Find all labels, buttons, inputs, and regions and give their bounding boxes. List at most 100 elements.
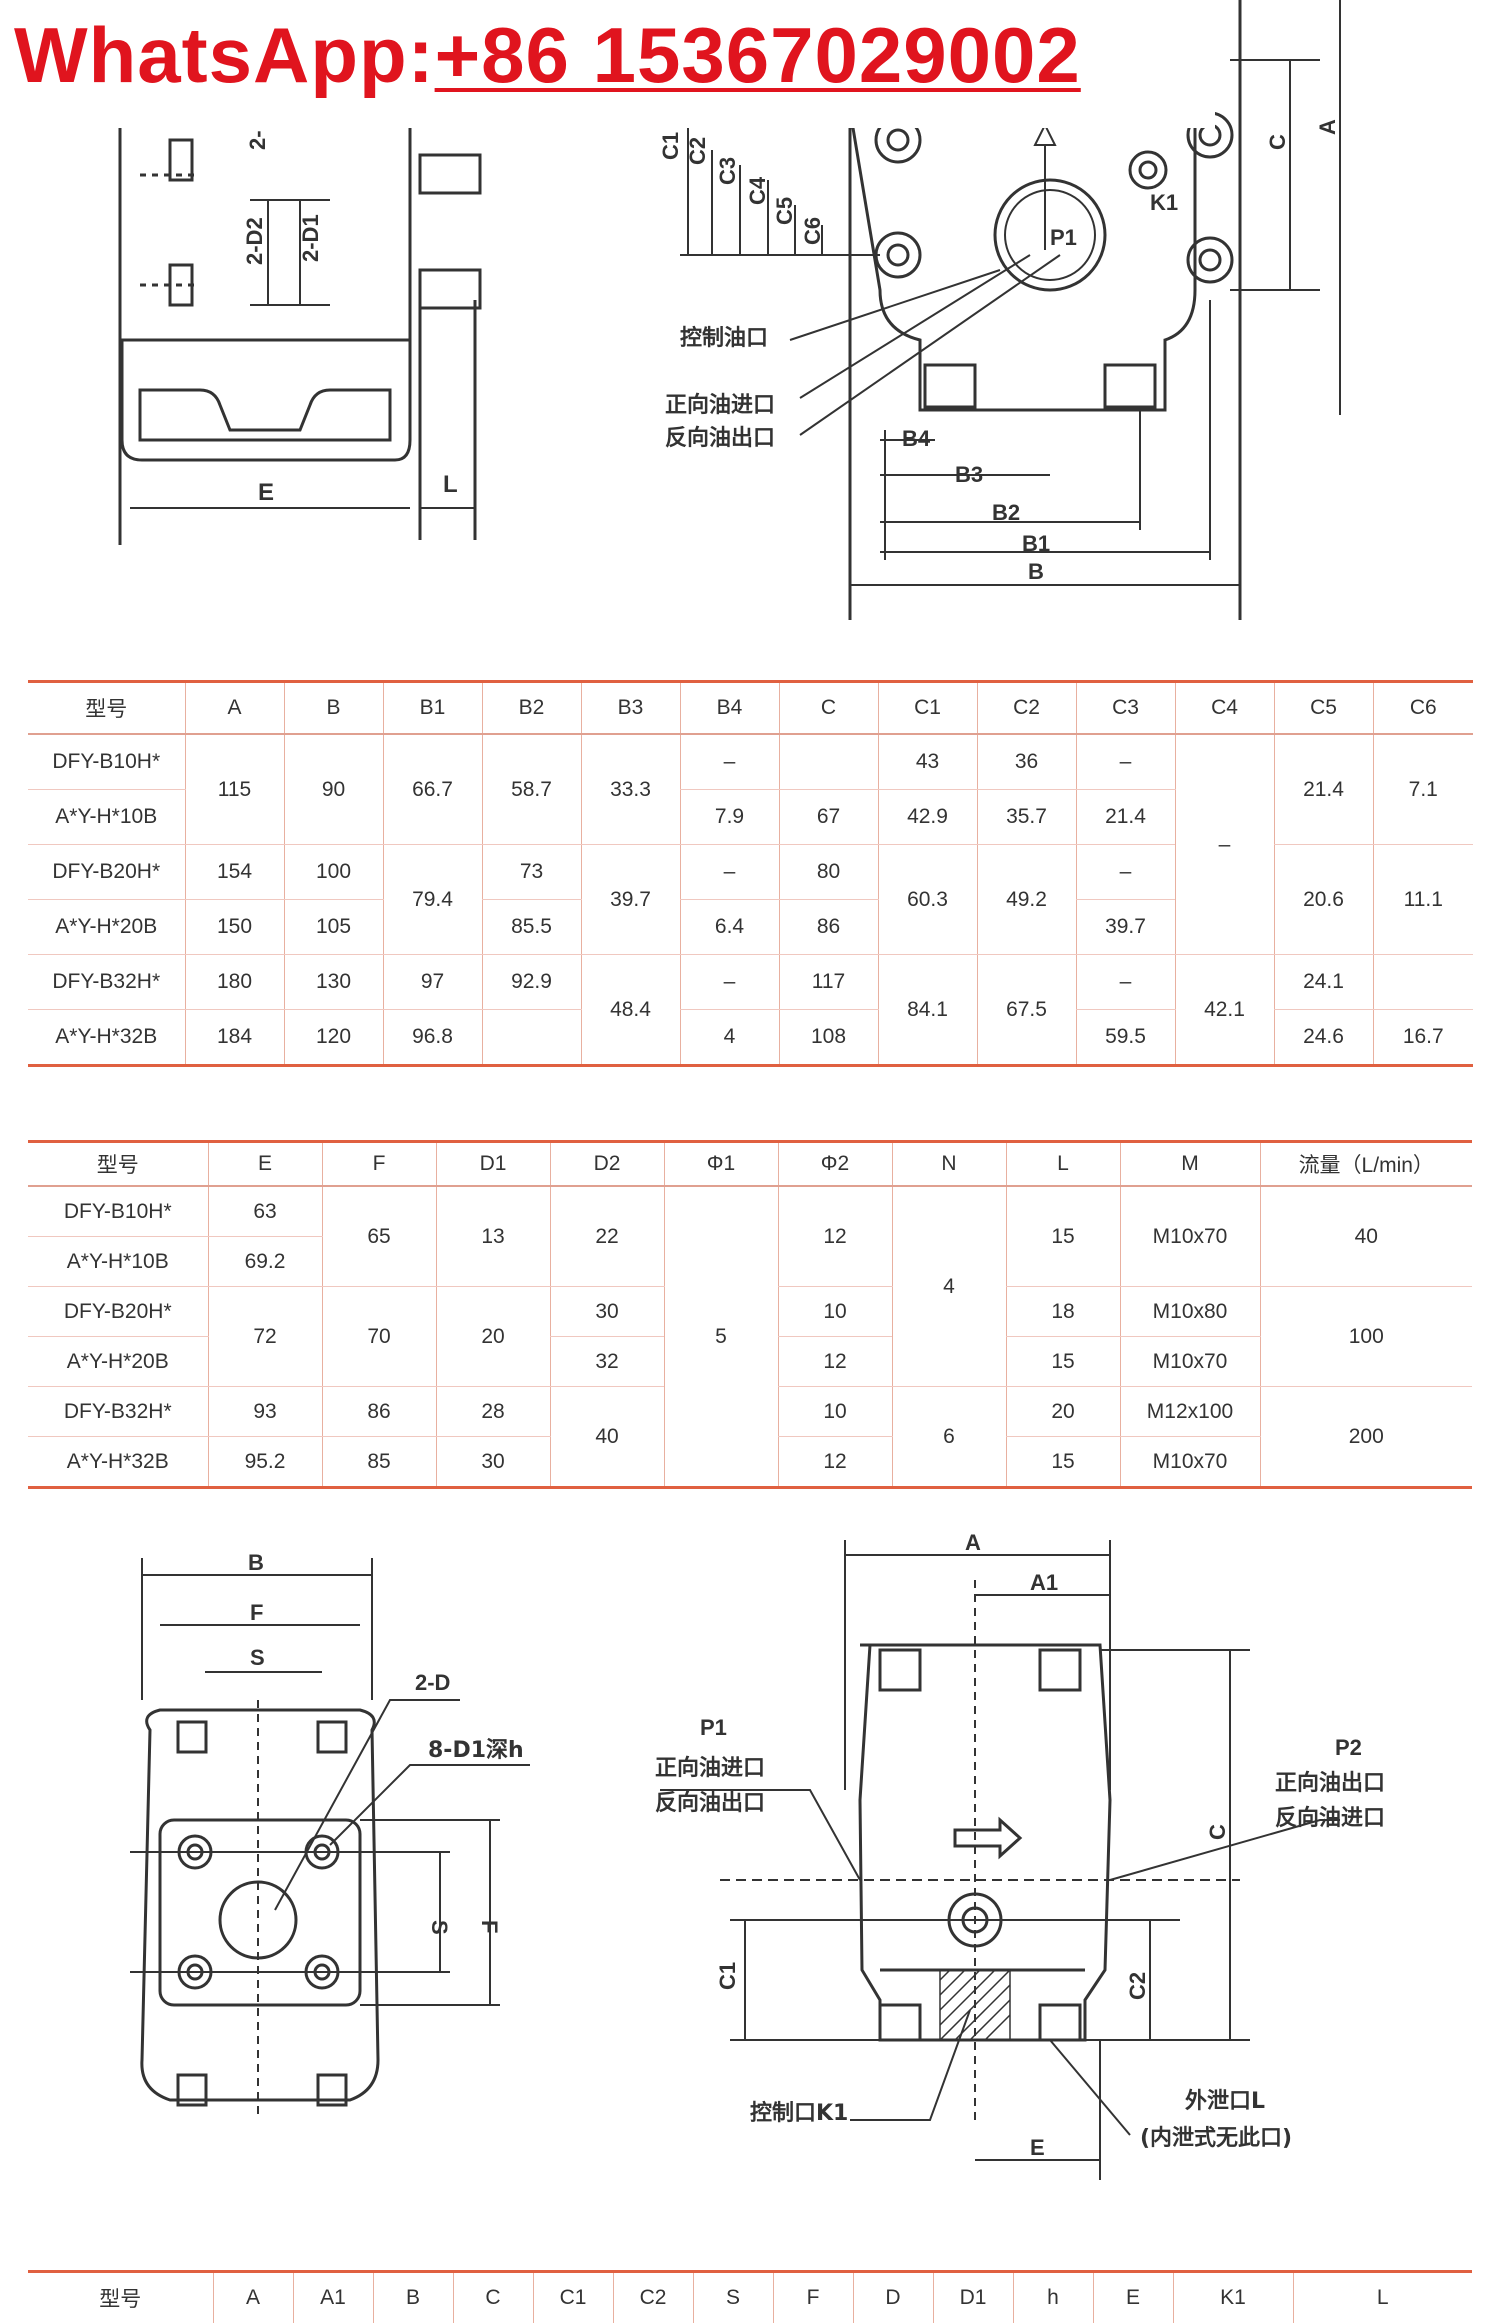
t3-header-c1: C1: [533, 2272, 613, 2323]
dimensions-table-1: 型号 A B B1 B2 B3 B4 C C1 C2 C3 C4 C5 C6 D…: [28, 680, 1473, 1067]
table-cell: 12: [778, 1186, 892, 1287]
dim-label-c2-bottom: C2: [1125, 1972, 1150, 2000]
whatsapp-label: WhatsApp:: [14, 11, 435, 99]
table-cell: –: [680, 845, 779, 900]
bottom-drawing-svg: B F S 2-D 8-D1深h S F: [0, 1500, 1500, 2260]
t2-header-e: E: [208, 1142, 322, 1187]
model-cell: A*Y-H*20B: [28, 1337, 208, 1387]
t3-header-b: B: [373, 2272, 453, 2323]
table-cell: 15: [1006, 1186, 1120, 1287]
table-row: DFY-B10H* 63 65 13 22 5 12 4 15 M10x70 4…: [28, 1186, 1472, 1237]
table-cell: 21.4: [1076, 790, 1175, 845]
t1-header-c: C: [779, 682, 878, 735]
table-cell: 59.5: [1076, 1010, 1175, 1066]
t1-header-c6: C6: [1373, 682, 1473, 735]
table-cell: 115: [185, 734, 284, 845]
table-cell: 105: [284, 900, 383, 955]
label-2-d: 2-D: [415, 1670, 450, 1695]
t1-header-b1: B1: [383, 682, 482, 735]
table-cell: 12: [778, 1437, 892, 1488]
table-cell: 10: [778, 1287, 892, 1337]
t3-header-e: E: [1093, 2272, 1173, 2323]
table-cell: 24.1: [1274, 955, 1373, 1010]
t2-header-phi2: Φ2: [778, 1142, 892, 1187]
table-cell: 24.6: [1274, 1010, 1373, 1066]
dim-label-c6: C6: [800, 217, 825, 245]
t2-header-d1: D1: [436, 1142, 550, 1187]
model-cell: DFY-B32H*: [28, 1387, 208, 1437]
table-cell: 100: [284, 845, 383, 900]
table-cell: M10x80: [1120, 1287, 1260, 1337]
t3-header-d: D: [853, 2272, 933, 2323]
table-cell: 20: [1006, 1387, 1120, 1437]
dim-label-a: A: [1315, 119, 1340, 135]
table-cell: [779, 734, 878, 790]
dim-label-2: 2-: [245, 130, 270, 150]
table-cell: 10: [778, 1387, 892, 1437]
dim-label-e: E: [258, 479, 274, 506]
label-p2-reverse-inlet: 反向油进口: [1275, 1805, 1385, 1831]
t3-header-l: L: [1293, 2272, 1472, 2323]
table-cell: 93: [208, 1387, 322, 1437]
t3-header-a: A: [213, 2272, 293, 2323]
table-cell: 95.2: [208, 1437, 322, 1488]
label-external-drain-l: 外泄口L: [1185, 2088, 1265, 2114]
table-cell: 200: [1260, 1387, 1472, 1488]
dim-label-b-bottom: B: [248, 1550, 264, 1575]
table-cell: 42.1: [1175, 955, 1274, 1066]
table-cell: 85.5: [482, 900, 581, 955]
table-cell: 60.3: [878, 845, 977, 955]
port-label-p1: P1: [1050, 225, 1077, 250]
dim-label-s-bottom: S: [250, 1645, 265, 1670]
whatsapp-number: +86 15367029002: [435, 11, 1081, 99]
table-cell: [1373, 955, 1473, 1010]
t1-header-b3: B3: [581, 682, 680, 735]
table-cell: 35.7: [977, 790, 1076, 845]
table1-header-row: 型号 A B B1 B2 B3 B4 C C1 C2 C3 C4 C5 C6: [28, 682, 1473, 735]
t2-header-l: L: [1006, 1142, 1120, 1187]
t1-header-model: 型号: [28, 682, 185, 735]
table-cell: 12: [778, 1337, 892, 1387]
t2-header-model: 型号: [28, 1142, 208, 1187]
table-cell: –: [1175, 734, 1274, 955]
t1-header-b: B: [284, 682, 383, 735]
label-control-port-k1: 控制口K1: [750, 2100, 848, 2126]
table-cell: 15: [1006, 1337, 1120, 1387]
label-reverse-outlet: 反向油出口: [665, 425, 775, 451]
t2-header-m: M: [1120, 1142, 1260, 1187]
dimensions-table-3: 型号 A A1 B C C1 C2 S F D D1 h E K1 L: [28, 2270, 1472, 2323]
table-cell: 39.7: [1076, 900, 1175, 955]
table-cell: 86: [779, 900, 878, 955]
t3-header-s: S: [693, 2272, 773, 2323]
table2-header-row: 型号 E F D1 D2 Φ1 Φ2 N L M 流量（L/min）: [28, 1142, 1472, 1187]
whatsapp-contact[interactable]: WhatsApp:+86 15367029002: [14, 10, 1081, 101]
table-cell: 108: [779, 1010, 878, 1066]
table-cell: 58.7: [482, 734, 581, 845]
table-cell: 84.1: [878, 955, 977, 1066]
table-cell: 7.1: [1373, 734, 1473, 845]
table-cell: 97: [383, 955, 482, 1010]
table-cell: M12x100: [1120, 1387, 1260, 1437]
table-cell: 30: [436, 1437, 550, 1488]
t1-header-c2: C2: [977, 682, 1076, 735]
table-cell: –: [1076, 845, 1175, 900]
table-cell: 72: [208, 1287, 322, 1387]
dim-label-c-bottom: C: [1205, 1824, 1230, 1840]
table-cell: 6.4: [680, 900, 779, 955]
table-cell: 20.6: [1274, 845, 1373, 955]
model-cell: DFY-B10H*: [28, 734, 185, 790]
table-cell: 28: [436, 1387, 550, 1437]
port-label-p1-bottom: P1: [700, 1715, 727, 1740]
table-cell: 79.4: [383, 845, 482, 955]
model-cell: DFY-B20H*: [28, 845, 185, 900]
port-label-k1: K1: [1150, 190, 1178, 215]
dim-label-s-side: S: [427, 1920, 452, 1935]
table-cell: 5: [664, 1186, 778, 1488]
t3-header-model: 型号: [28, 2272, 213, 2323]
model-cell: DFY-B20H*: [28, 1287, 208, 1337]
table-cell: [482, 1010, 581, 1066]
table-cell: 40: [1260, 1186, 1472, 1287]
t2-header-d2: D2: [550, 1142, 664, 1187]
t1-header-c4: C4: [1175, 682, 1274, 735]
dim-label-2-d1: 2-D1: [298, 214, 323, 262]
